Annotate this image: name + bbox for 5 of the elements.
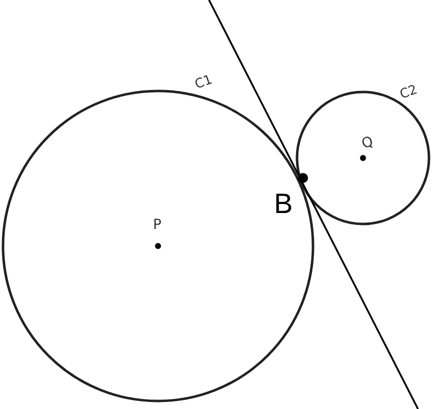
point-label: B	[274, 190, 293, 218]
point-label: Q	[360, 134, 376, 152]
point-label: P	[153, 218, 162, 232]
circle-label: C1	[193, 73, 214, 92]
circle-label: C2	[398, 83, 420, 102]
